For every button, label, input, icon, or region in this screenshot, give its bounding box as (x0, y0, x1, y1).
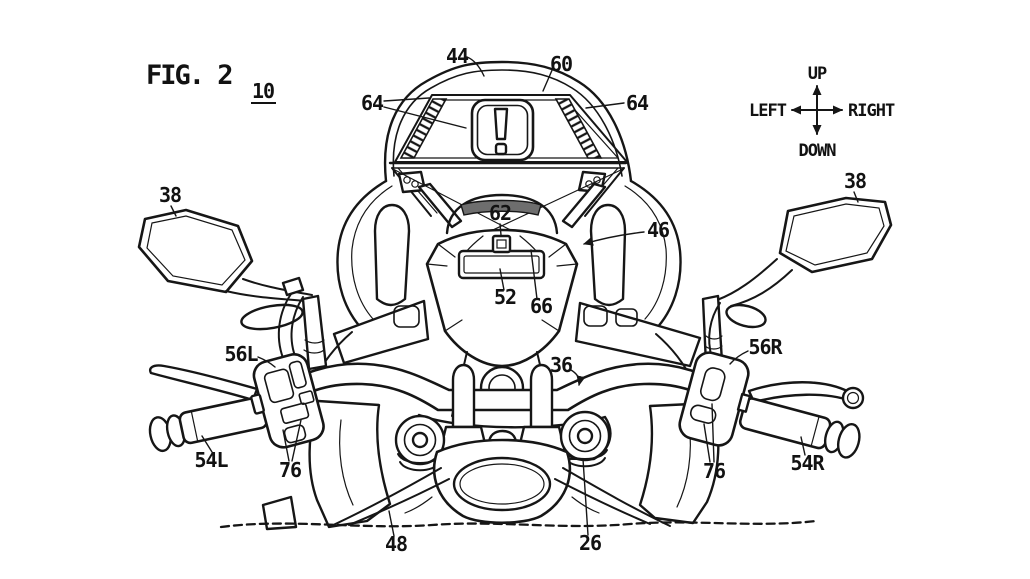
figure-label: FIG. 2 (146, 60, 232, 91)
compass-down-label: DOWN (799, 141, 837, 161)
compass-right-label: RIGHT (848, 101, 895, 121)
riser-left (451, 363, 476, 429)
ref-52-meter-display: 52 (494, 285, 516, 309)
windscreen-garnish (391, 167, 625, 237)
vent-right-1 (583, 305, 608, 327)
screen-stay-left (417, 182, 463, 229)
ref-62-sensor: 62 (489, 201, 511, 225)
ref-44-windscreen: 44 (446, 44, 469, 68)
ref-38-right-mirror: 38 (844, 169, 866, 193)
ref-54r-grip: 54R (790, 451, 825, 475)
sensor-unit (491, 234, 512, 254)
ref-64-left: 64 (361, 91, 384, 115)
clutch-lever (149, 364, 259, 402)
ref-64-right: 64 (626, 91, 649, 115)
meter-console (425, 193, 579, 417)
ref-38-left-mirror: 38 (159, 183, 181, 207)
ref-60-display-area: 60 (550, 52, 572, 76)
cowl-blade-right (589, 203, 627, 307)
button-right-b (689, 404, 717, 424)
ref-76-left-buttons: 76 (279, 458, 301, 482)
cowl-panel-right (574, 301, 702, 368)
ref-48-body-cover: 48 (385, 532, 407, 556)
ref-56r-switch: 56R (748, 335, 783, 359)
visor-shade-band (460, 199, 542, 216)
cowl-blade-left (373, 203, 411, 307)
hatch-band-right (554, 98, 603, 159)
body-cover-boundary-line (219, 519, 818, 529)
ref-26-front-fork: 26 (579, 531, 601, 555)
ref-76-right-buttons: 76 (703, 459, 725, 483)
button-left-a (280, 402, 310, 424)
ref-54l-grip: 54L (194, 448, 228, 472)
vent-right-2 (615, 308, 638, 327)
ref-46-front-cowl: 46 (647, 218, 669, 242)
screen-stay-right (561, 182, 607, 229)
mirror-right (701, 196, 893, 366)
ref-36-handlebar: 36 (550, 353, 572, 377)
front-fork-right (559, 410, 611, 468)
hatch-band-left (399, 98, 448, 159)
ref-66-meter-panel: 66 (530, 294, 552, 318)
figure-number: 10 (252, 79, 274, 103)
mirror-stalk-left (301, 294, 328, 371)
warning-exclamation-icon (470, 98, 535, 162)
brake-lever-ball (841, 386, 865, 410)
exclamation-dot (494, 142, 508, 156)
grip-left (148, 396, 269, 453)
direction-compass: UP DOWN LEFT RIGHT (749, 64, 896, 161)
switch-cluster-right (678, 351, 752, 447)
exclamation-bar (493, 107, 509, 141)
riser-right (529, 363, 554, 429)
switch-cluster-left (250, 353, 325, 449)
leader-lines (170, 56, 859, 537)
front-cowl (307, 179, 702, 400)
grip-right (738, 397, 861, 459)
control-cables (277, 276, 721, 359)
brake-lever (747, 381, 854, 404)
ref-56l-switch: 56L (224, 342, 258, 366)
compass-up-label: UP (808, 64, 827, 84)
button-right-a (699, 367, 726, 402)
compass-left-label: LEFT (749, 101, 787, 121)
vent-left (393, 305, 420, 328)
body-cover (328, 438, 671, 528)
